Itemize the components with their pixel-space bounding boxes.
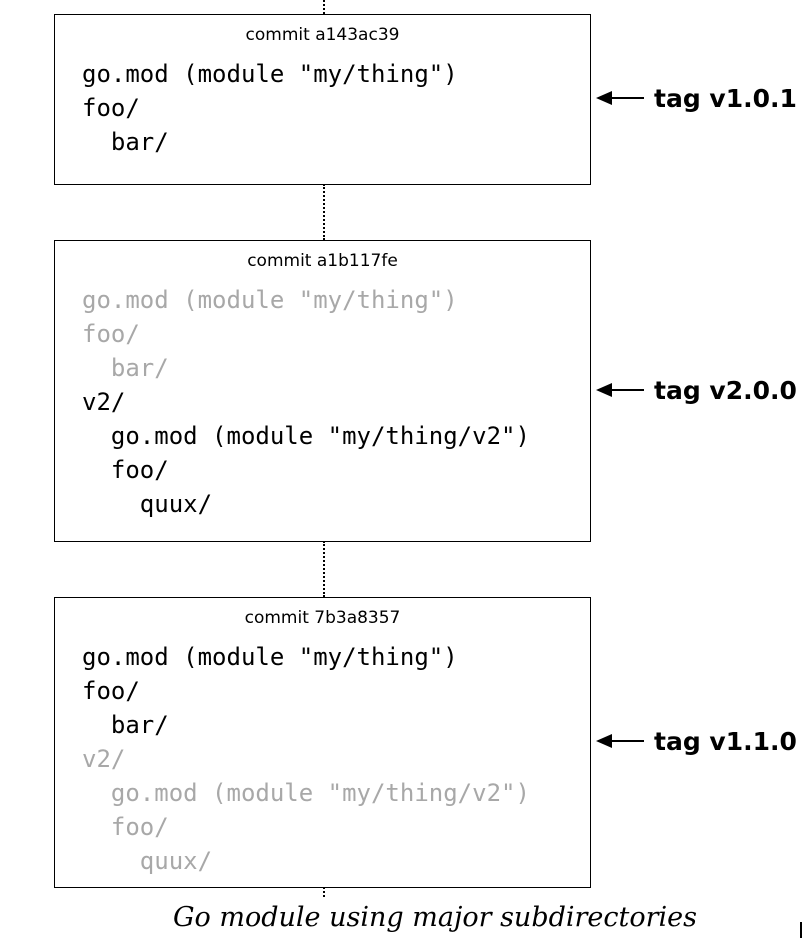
history-connector [323,541,325,597]
tree-line: go.mod (module "my/thing/v2") [82,422,530,450]
tree-line: bar/ [82,354,169,382]
left-arrow-icon [596,91,644,105]
tag-pointer: tag v1.1.0 [596,726,797,756]
history-connector-top [323,0,325,14]
tree-line: bar/ [82,128,169,156]
page-edge-mark [800,922,802,938]
commit-box: commit 7b3a8357 go.mod (module "my/thing… [54,597,591,888]
tree-line: go.mod (module "my/thing") [82,286,458,314]
commit-box: commit a1b117fe go.mod (module "my/thing… [54,240,591,542]
tree-line: foo/ [82,94,140,122]
commit-label: commit a143ac39 [245,25,400,45]
tree-line: quux/ [82,847,213,875]
tag-label: tag v1.1.0 [654,726,797,756]
tag-pointer: tag v2.0.0 [596,375,797,405]
tag-pointer: tag v1.0.1 [596,83,797,113]
file-tree: go.mod (module "my/thing") foo/ bar/ v2/… [82,283,530,521]
tree-line: go.mod (module "my/thing") [82,60,458,88]
tree-line: foo/ [82,456,169,484]
tree-line: foo/ [82,677,140,705]
file-tree: go.mod (module "my/thing") foo/ bar/ v2/… [82,640,530,878]
commit-label: commit a1b117fe [247,251,398,271]
commit-box: commit a143ac39 go.mod (module "my/thing… [54,14,591,185]
figure-caption: Go module using major subdirectories [172,902,698,933]
file-tree: go.mod (module "my/thing") foo/ bar/ [82,57,458,159]
tag-label: tag v2.0.0 [654,375,797,405]
tree-line: foo/ [82,320,140,348]
tree-line: go.mod (module "my/thing") [82,643,458,671]
tree-line: foo/ [82,813,169,841]
history-connector-bottom [323,887,325,897]
tree-line: bar/ [82,711,169,739]
tree-line: quux/ [82,490,213,518]
history-connector [323,184,325,240]
tree-line: v2/ [82,388,126,416]
left-arrow-icon [596,734,644,748]
tag-label: tag v1.0.1 [654,83,797,113]
tree-line: go.mod (module "my/thing/v2") [82,779,530,807]
tree-line: v2/ [82,745,126,773]
left-arrow-icon [596,383,644,397]
commit-label: commit 7b3a8357 [244,608,401,628]
